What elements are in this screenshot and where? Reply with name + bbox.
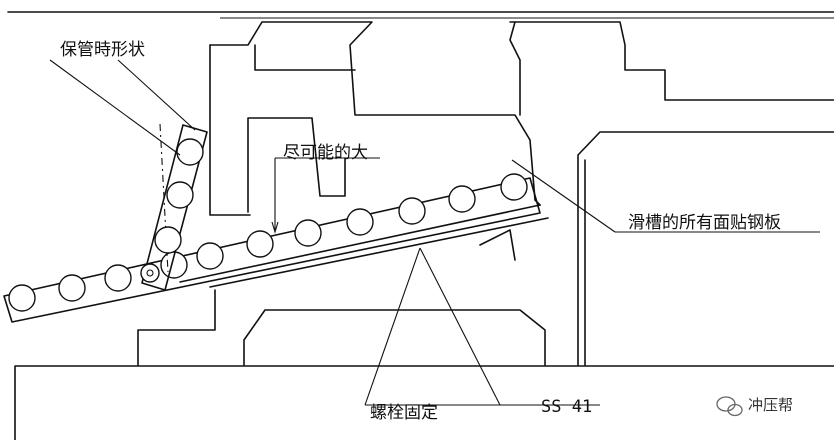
label-storage-shape: 保管時形状 <box>60 40 145 60</box>
lower-die-outline <box>137 229 546 366</box>
ball <box>346 208 374 236</box>
ball <box>104 264 132 292</box>
ball <box>154 226 182 254</box>
ball <box>196 242 224 270</box>
watermark: 冲压帮 <box>716 396 793 417</box>
ball <box>176 138 204 166</box>
watermark-text: 冲压帮 <box>748 396 793 414</box>
upper-die-outline <box>209 21 834 206</box>
ball <box>58 274 86 302</box>
ball <box>8 284 36 312</box>
ball <box>448 185 476 213</box>
upper-left-wall <box>209 44 251 216</box>
label-bolt-fixed: 螺栓固定 <box>370 403 438 423</box>
ball <box>398 197 426 225</box>
ball <box>246 230 274 258</box>
ball <box>294 219 322 247</box>
wechat-icon <box>716 396 743 417</box>
leader-lines <box>49 59 820 406</box>
label-chute-steel-plate: 滑槽的所有面贴钢板 <box>628 213 781 233</box>
balls-on-chute <box>8 173 528 312</box>
ball <box>166 181 194 209</box>
label-as-large-as-possible: 尽可能的大 <box>283 143 368 163</box>
inner-pocket <box>247 117 346 213</box>
pivot-gear <box>140 263 160 283</box>
top-frame-lines <box>7 11 834 19</box>
balls-in-tube <box>154 138 204 254</box>
base-plate <box>14 365 834 440</box>
ball <box>500 173 528 201</box>
label-material: SS 41 <box>541 397 592 417</box>
right-post <box>577 131 834 366</box>
